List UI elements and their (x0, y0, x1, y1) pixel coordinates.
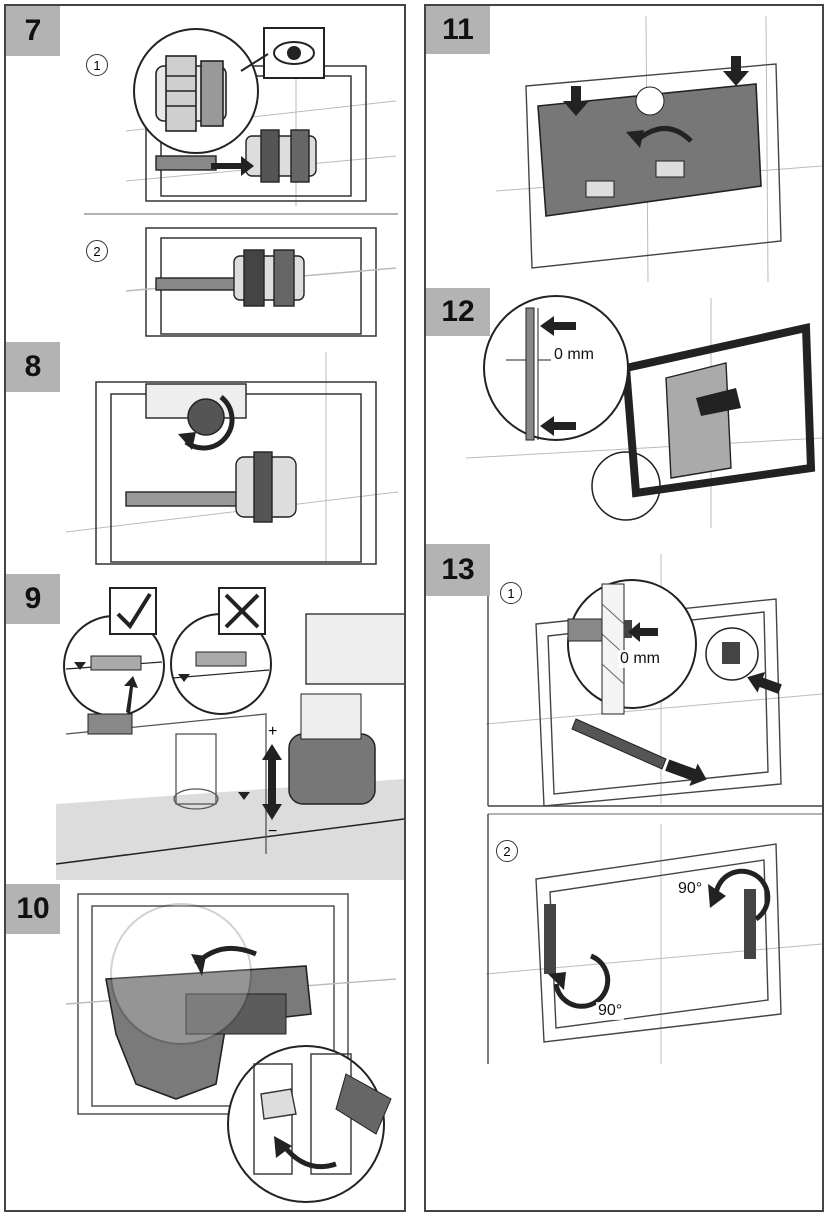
step-9: 9 + − (6, 574, 404, 880)
substep-1-marker: 1 (500, 582, 522, 604)
gap-label: 0 mm (618, 650, 662, 668)
step-8-illustration (65, 352, 399, 565)
step-7: 7 1 2 (6, 6, 404, 340)
check-icon (116, 592, 152, 630)
height-arrow (262, 744, 282, 820)
step-8: 8 (6, 342, 404, 568)
step-number: 12 (426, 288, 490, 336)
step-number: 13 (426, 544, 490, 596)
substep-1-marker: 1 (86, 54, 108, 76)
step-number: 11 (426, 6, 490, 54)
step-9-illustration: + − (55, 587, 404, 880)
plus-sign: + (268, 723, 277, 740)
step-13: 13 1 2 0 mm 90° 90° (426, 544, 822, 1210)
step-11: 11 (426, 6, 822, 282)
minus-sign: − (268, 823, 277, 840)
gap-label: 0 mm (552, 346, 596, 364)
step-7-illustration (84, 27, 398, 337)
step-13-illustration (485, 554, 822, 1064)
step-number: 10 (6, 884, 60, 934)
eye-icon (273, 41, 315, 65)
angle-label-lower: 90° (596, 1002, 625, 1020)
substep-2-marker: 2 (86, 240, 108, 262)
substep-2-marker: 2 (496, 840, 518, 862)
step-11-illustration (495, 15, 822, 282)
step-number: 9 (6, 574, 60, 624)
step-12: 12 0 mm (426, 288, 822, 538)
step-number: 8 (6, 342, 60, 392)
step-10: 10 (6, 884, 404, 1210)
angle-label-upper: 90° (676, 880, 705, 898)
step-12-illustration (465, 295, 822, 528)
step-number: 7 (6, 6, 60, 56)
step-10-illustration (65, 893, 397, 1203)
cross-icon (224, 593, 260, 629)
